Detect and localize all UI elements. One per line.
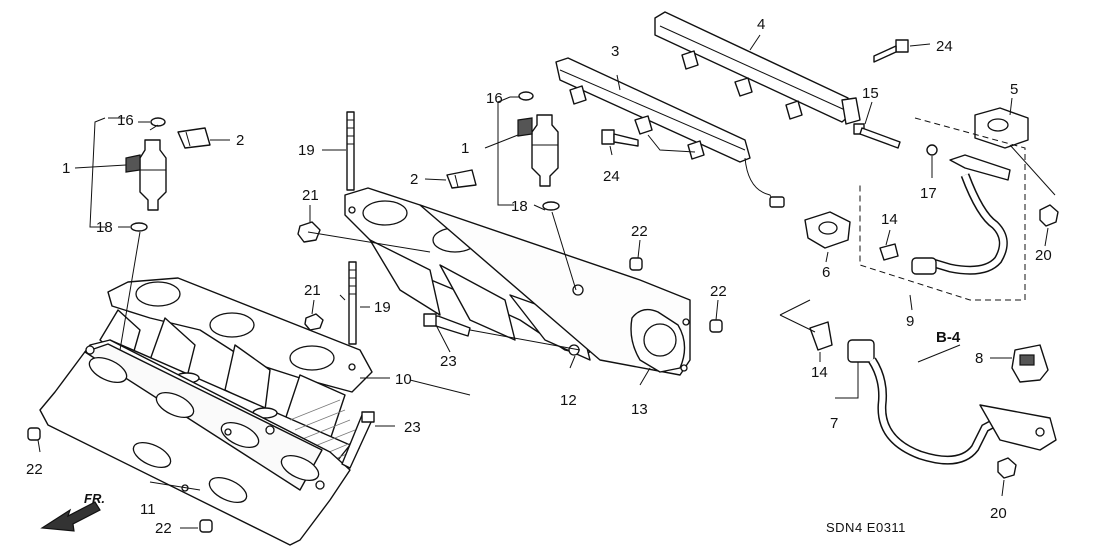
- upper-intake-manifold: [344, 187, 691, 376]
- callout-6: 6: [822, 264, 830, 281]
- callout-1-left: 1: [62, 160, 70, 177]
- callout-8: 8: [975, 350, 983, 367]
- fuel-return-hose: [847, 339, 1057, 465]
- callout-12: 12: [560, 392, 577, 409]
- bracket-8: [1011, 344, 1049, 383]
- reference-badge: B-4: [936, 329, 961, 346]
- callout-17: 17: [920, 185, 937, 202]
- clip-2-left: [177, 127, 211, 149]
- callout-21-lower: 21: [304, 282, 321, 299]
- callout-2-right: 2: [410, 171, 418, 188]
- callout-2-left: 2: [236, 132, 244, 149]
- callout-20-lower: 20: [990, 505, 1007, 522]
- cap-22-bottom: [199, 519, 213, 533]
- injector-right: [517, 114, 559, 187]
- callout-15: 15: [862, 85, 879, 102]
- bolt-23-right: [423, 313, 471, 337]
- callout-22-mid: 22: [631, 223, 648, 240]
- throttle-gasket: [630, 308, 690, 373]
- callout-5: 5: [1010, 81, 1018, 98]
- fuel-rail-front: [555, 57, 785, 208]
- seal-18-left: [130, 222, 148, 232]
- fuel-feed-hose: [911, 154, 1011, 275]
- callout-16-right: 16: [486, 90, 503, 107]
- callout-11: 11: [140, 501, 156, 518]
- callout-24-left: 24: [603, 168, 620, 185]
- callout-18-left: 18: [96, 219, 113, 236]
- callout-19-lower: 19: [374, 299, 391, 316]
- o-ring-16-right: [518, 91, 534, 101]
- clip-14-lower: [809, 321, 833, 351]
- callout-3: 3: [611, 43, 619, 60]
- callout-23-left: 23: [404, 419, 421, 436]
- callout-7: 7: [830, 415, 838, 432]
- callout-4: 4: [757, 16, 765, 33]
- callout-20-upper: 20: [1035, 247, 1052, 264]
- front-arrow: FR.: [40, 491, 105, 532]
- callout-18-right: 18: [511, 198, 528, 215]
- cap-22-mid: [629, 257, 643, 271]
- damper-5: [974, 107, 1029, 149]
- hose-kit-boundary: [859, 117, 1026, 301]
- cap-22-right: [709, 319, 723, 333]
- diagram-code: SDN4 E0311: [826, 520, 906, 535]
- stud-19-upper: [346, 111, 355, 191]
- callout-22-right: 22: [710, 283, 727, 300]
- nut-20-lower: [997, 457, 1017, 479]
- fuel-rail-rear: [654, 11, 861, 125]
- leader-lines: [37, 34, 1056, 529]
- bolt-23-left: [341, 411, 375, 469]
- bolt-24-right: [873, 39, 909, 63]
- bolt-24-left: [601, 129, 639, 147]
- stud-19-lower: [348, 261, 357, 345]
- manifold-gasket: [39, 339, 351, 546]
- clip-14-upper: [879, 243, 899, 261]
- nut-20-upper: [1039, 204, 1059, 227]
- callout-22-bottom: 22: [155, 520, 172, 537]
- callout-14-lower: 14: [811, 364, 828, 381]
- injector-left: [125, 139, 167, 211]
- clip-2-right: [446, 169, 477, 189]
- callout-14-upper: 14: [881, 211, 898, 228]
- callouts: 1 1 2 2 3 4 5 6 7 8 9 10 11 12 13 14 14 …: [26, 16, 1052, 537]
- callout-23-right: 23: [440, 353, 457, 370]
- callout-22-left: 22: [26, 461, 43, 478]
- callout-21-upper: 21: [302, 187, 319, 204]
- callout-1-right: 1: [461, 140, 469, 157]
- cap-22-left: [27, 427, 41, 441]
- callout-10: 10: [395, 371, 412, 388]
- nut-21-lower: [304, 313, 324, 331]
- front-indicator-label: FR.: [84, 491, 105, 506]
- seal-18-right: [542, 201, 560, 211]
- callout-24-right: 24: [936, 38, 953, 55]
- callout-19-upper: 19: [298, 142, 315, 159]
- callout-9: 9: [906, 313, 914, 330]
- washer-17: [926, 144, 938, 156]
- cushion-6: [804, 211, 851, 249]
- bolt-15: [853, 123, 901, 149]
- callout-16-left: 16: [117, 112, 134, 129]
- callout-13: 13: [631, 401, 648, 418]
- o-ring-16-left: [150, 117, 166, 127]
